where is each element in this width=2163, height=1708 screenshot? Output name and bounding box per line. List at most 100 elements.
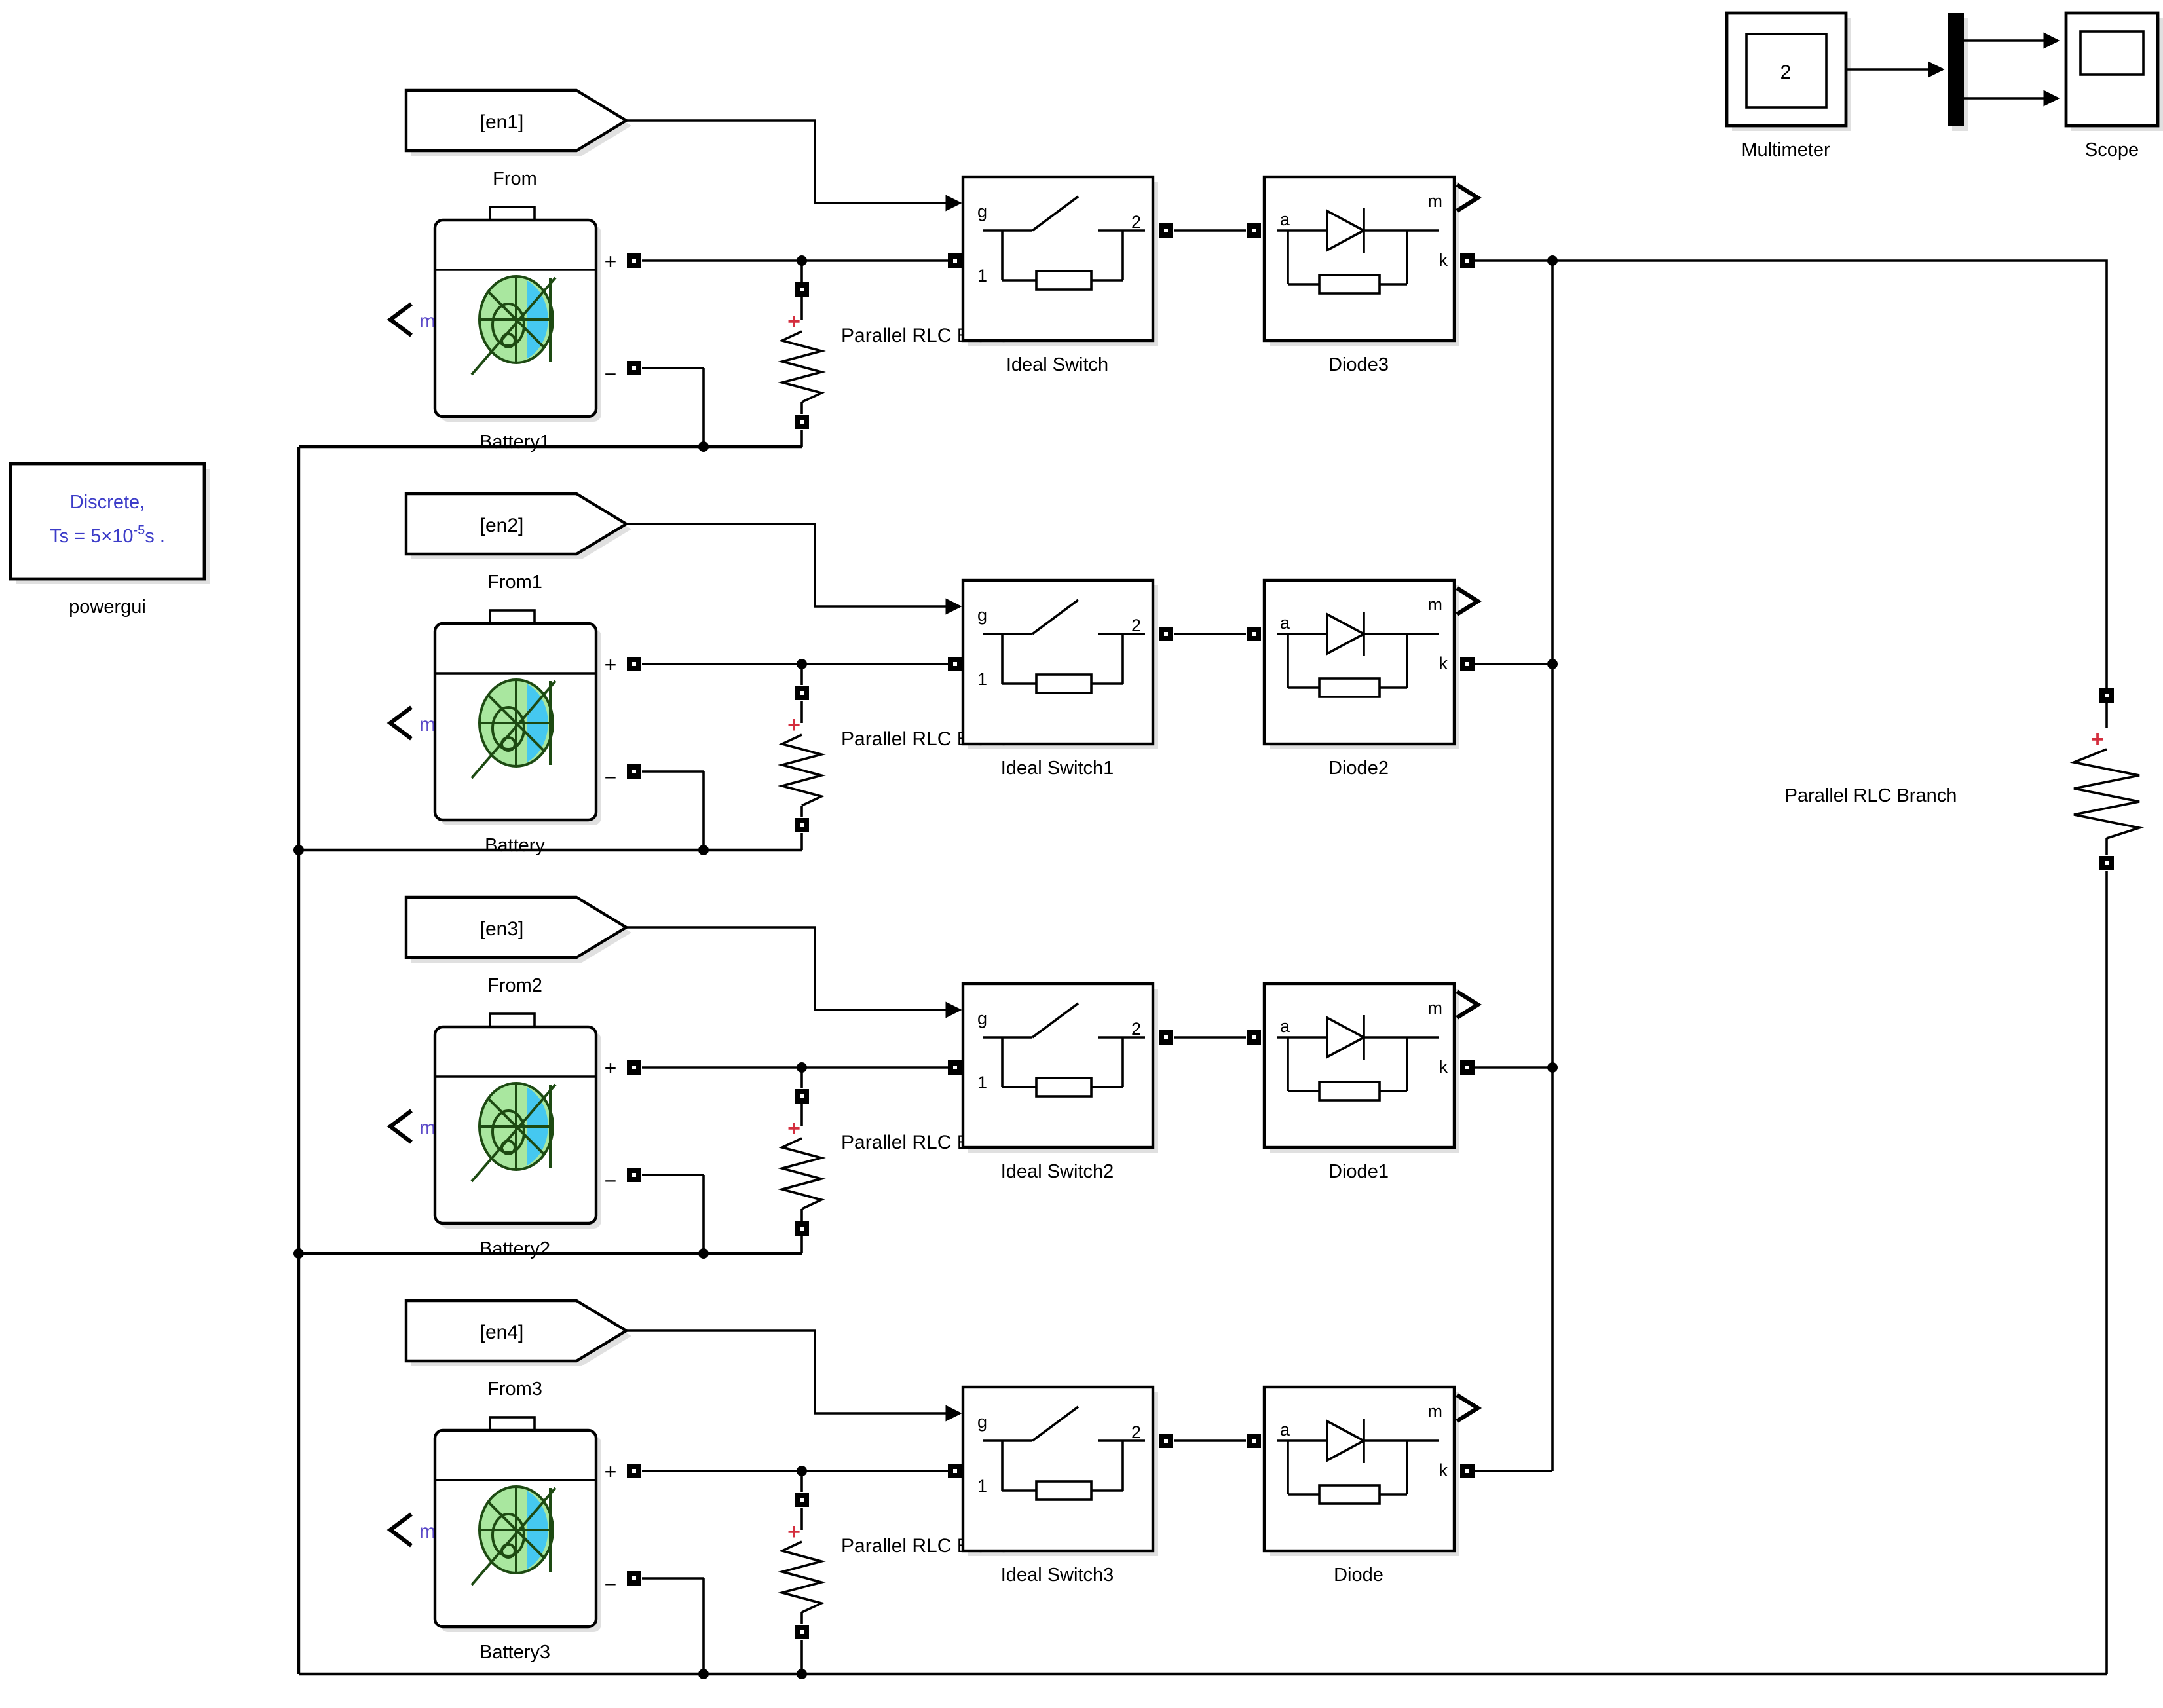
parallel-rlc-branch[interactable]: + — [778, 1068, 826, 1236]
scope-label[interactable]: Scope — [2085, 139, 2139, 160]
multimeter-inner-frame — [1745, 33, 1828, 109]
resistor-zigzag — [778, 1137, 826, 1210]
rlc-polarity-plus: + — [787, 713, 800, 737]
gate-signal-wire[interactable] — [626, 926, 962, 1018]
parallel-rlc-branch[interactable]: + — [778, 261, 826, 429]
diode-label[interactable]: Diode2 — [1328, 758, 1389, 779]
battery-label[interactable]: Battery1 — [480, 432, 550, 453]
ideal-switch-block[interactable]: g 1 2 — [961, 578, 1158, 749]
switch-resistor — [1035, 1480, 1093, 1501]
parallel-rlc-branch[interactable]: + — [778, 1471, 826, 1639]
diode-block[interactable]: a m k — [1262, 175, 1482, 346]
battery-m-port-label: m — [419, 1521, 436, 1542]
diode-m-output-chevron — [1456, 990, 1482, 1020]
port-letter-m: m — [1428, 1402, 1443, 1421]
connection-port — [795, 686, 809, 700]
gate-signal-wire[interactable] — [626, 119, 962, 212]
from-tag-block[interactable] — [404, 492, 630, 556]
from-tag-text: [en3] — [480, 918, 524, 940]
connection-port — [1159, 1030, 1173, 1045]
diode-triangle — [1326, 612, 1366, 656]
from-tag-block[interactable] — [404, 1299, 630, 1363]
rlc-polarity-plus: + — [787, 1116, 800, 1141]
diode-label[interactable]: Diode1 — [1328, 1161, 1389, 1182]
battery-m-port-label: m — [419, 714, 436, 735]
diode-label[interactable]: Diode — [1334, 1565, 1383, 1586]
connection-port — [1460, 1060, 1475, 1075]
demux-block[interactable] — [1948, 13, 1964, 126]
powergui-sample-time: Ts = 5×10-5s . — [50, 523, 165, 547]
gate-signal-wire[interactable] — [626, 523, 962, 615]
diode-block[interactable]: a m k — [1262, 982, 1482, 1153]
diode-resistor — [1318, 1484, 1381, 1505]
load-top-wire[interactable] — [1552, 259, 2108, 688]
port-letter-2: 2 — [1131, 616, 1141, 635]
battery-label[interactable]: Battery — [485, 835, 545, 856]
ideal-switch-block[interactable]: g 1 2 — [961, 1385, 1158, 1556]
connection-port — [795, 282, 809, 297]
powergui-label[interactable]: powergui — [69, 597, 146, 618]
scope-block[interactable] — [2064, 11, 2163, 131]
load-rlc-label[interactable]: Parallel RLC Branch — [1785, 785, 1957, 806]
connection-port — [795, 415, 809, 429]
port-letter-g: g — [977, 1009, 987, 1028]
port-letter-m: m — [1428, 191, 1443, 211]
battery-label[interactable]: Battery3 — [480, 1642, 550, 1663]
battery-minus-sign: − — [605, 1169, 617, 1193]
switch-symbol — [983, 1405, 1145, 1492]
connection-port — [627, 1464, 641, 1478]
diode-block[interactable]: a m k — [1262, 578, 1482, 749]
diode-resistor — [1318, 677, 1381, 698]
connection-port — [627, 1060, 641, 1075]
resistor-zigzag — [778, 330, 826, 403]
ideal-switch-label[interactable]: Ideal Switch2 — [1001, 1161, 1114, 1182]
battery-m-output-chevron — [386, 1512, 413, 1548]
port-letter-m: m — [1428, 595, 1443, 614]
from-tag-label[interactable]: From2 — [487, 975, 542, 996]
battery-soc-icon — [470, 1082, 557, 1183]
connection-port — [1460, 253, 1475, 268]
port-letter-2: 2 — [1131, 212, 1141, 232]
battery-soc-icon — [470, 275, 557, 376]
diode-label[interactable]: Diode3 — [1328, 354, 1389, 375]
from-tag-block[interactable] — [404, 88, 630, 153]
connection-port — [1247, 1434, 1261, 1448]
powergui-block[interactable]: Discrete, Ts = 5×10-5s . — [9, 462, 210, 584]
connection-port — [2099, 688, 2114, 703]
ideal-switch-block[interactable]: g 1 2 — [961, 982, 1158, 1153]
from-tag-label[interactable]: From1 — [487, 572, 542, 593]
from-tag-label[interactable]: From3 — [487, 1379, 542, 1400]
diode-m-output-chevron — [1456, 183, 1482, 213]
from-tag-block[interactable] — [404, 895, 630, 959]
battery-soc-icon — [470, 1485, 557, 1586]
multimeter-label[interactable]: Multimeter — [1741, 139, 1830, 160]
wire-junction — [698, 845, 709, 855]
ideal-switch-label[interactable]: Ideal Switch — [1006, 354, 1108, 375]
diode-triangle — [1326, 1419, 1366, 1463]
connection-port — [948, 657, 962, 671]
connection-port — [795, 1625, 809, 1639]
row-4: [en4] From3 m Battery3 + − — [386, 1299, 1552, 1663]
ideal-switch-label[interactable]: Ideal Switch3 — [1001, 1565, 1114, 1586]
load-rlc-branch[interactable]: + — [2069, 688, 2145, 870]
battery-label[interactable]: Battery2 — [480, 1238, 550, 1259]
gate-signal-wire[interactable] — [626, 1329, 962, 1422]
connection-port — [627, 253, 641, 268]
diode-m-output-chevron — [1456, 1393, 1482, 1423]
from-tag-label[interactable]: From — [493, 168, 537, 189]
multimeter-block[interactable]: 2 — [1725, 11, 1851, 131]
switch-symbol — [983, 195, 1145, 282]
parallel-rlc-branch[interactable]: + — [778, 664, 826, 832]
port-letter-a: a — [1280, 1016, 1290, 1036]
battery-plus-sign: + — [605, 1056, 617, 1080]
battery-m-port-label: m — [419, 1117, 436, 1139]
port-letter-1: 1 — [977, 1073, 987, 1092]
port-letter-m: m — [1428, 998, 1443, 1018]
ideal-switch-label[interactable]: Ideal Switch1 — [1001, 758, 1114, 779]
port-letter-1: 1 — [977, 266, 987, 286]
diode-block[interactable]: a m k — [1262, 1385, 1482, 1556]
battery-soc-icon — [470, 678, 557, 779]
ideal-switch-block[interactable]: g 1 2 — [961, 175, 1158, 346]
port-letter-k: k — [1439, 654, 1448, 673]
